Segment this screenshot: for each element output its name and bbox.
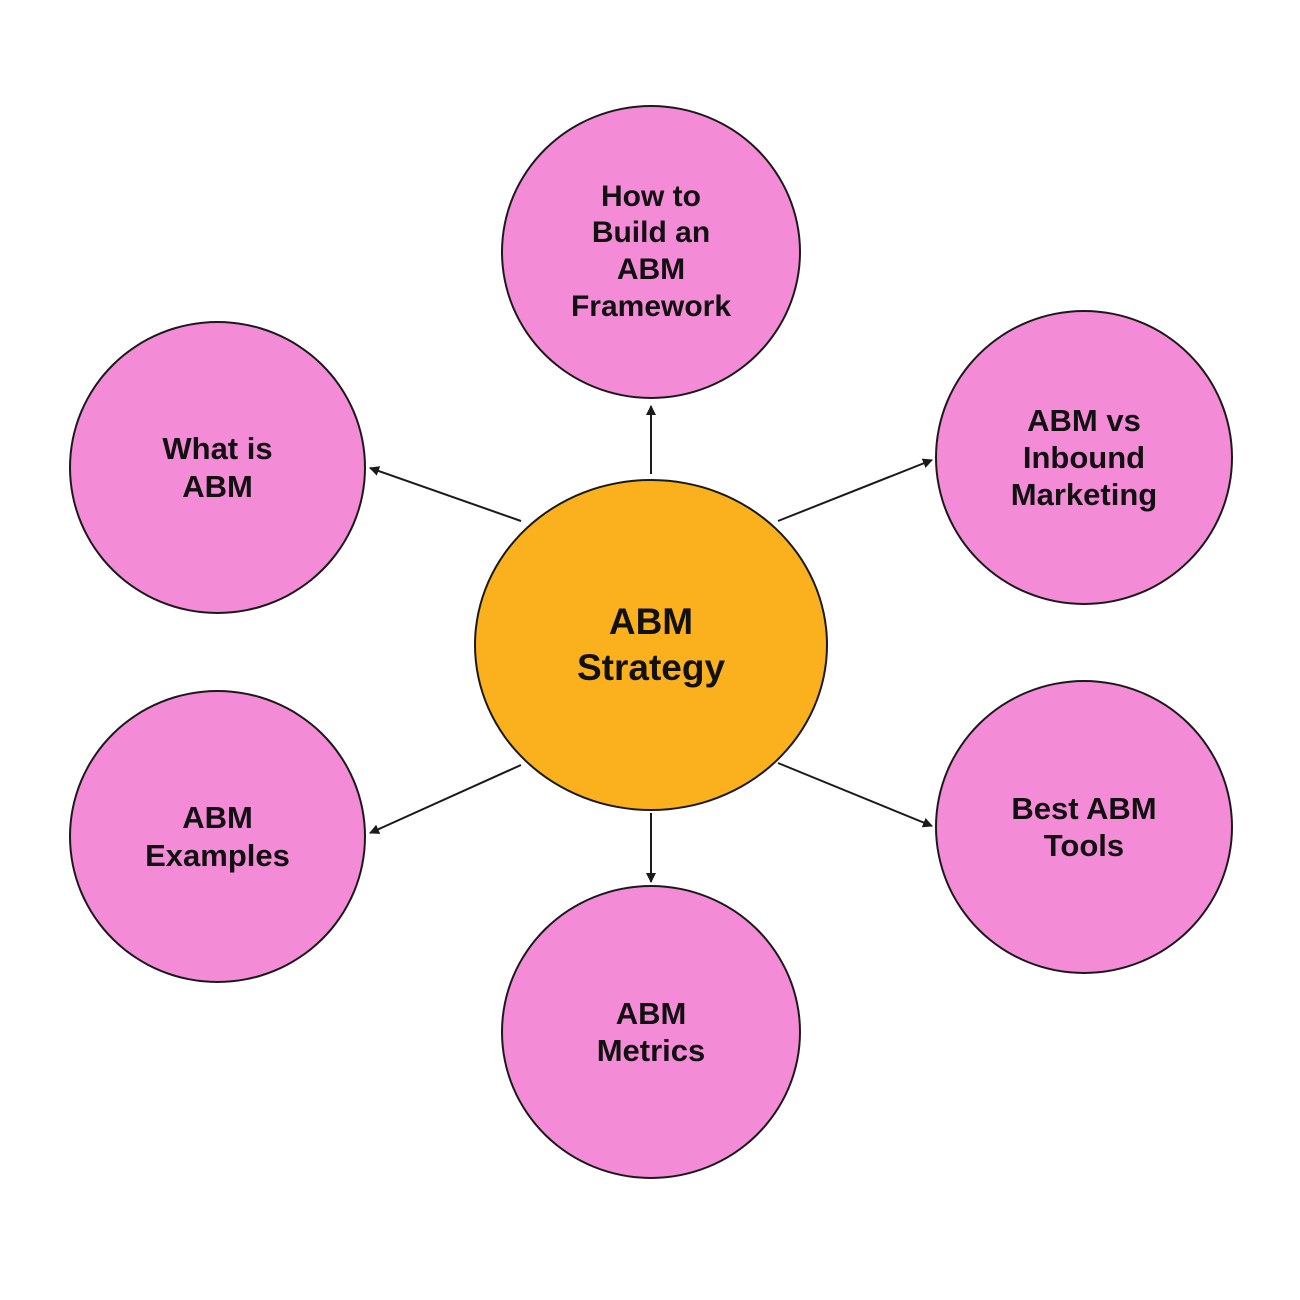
topic-node-label: ABM vs Inbound Marketing (1010, 402, 1158, 513)
topic-node-label: Best ABM Tools (1011, 790, 1157, 863)
topic-node-label: How to Build an ABM Framework (570, 179, 732, 323)
arrow-to-bottom-left (369, 764, 522, 834)
topic-node-abm-metrics: ABM Metrics (501, 885, 801, 1179)
topic-node-build-framework: How to Build an ABM Framework (501, 105, 801, 399)
center-node-label: ABM Strategy (576, 600, 726, 688)
topic-node-best-abm-tools: Best ABM Tools (935, 680, 1233, 974)
arrow-to-right (777, 458, 933, 522)
topic-node-label: ABM Examples (145, 800, 290, 873)
arrow-to-bottom-right (777, 762, 933, 828)
topic-node-what-is-abm: What is ABM (69, 321, 366, 614)
topic-node-abm-vs-inbound: ABM vs Inbound Marketing (935, 310, 1233, 605)
topic-node-label: What is ABM (162, 431, 273, 504)
topic-node-abm-examples: ABM Examples (69, 690, 366, 983)
center-node-abm-strategy: ABM Strategy (474, 479, 828, 811)
topic-node-label: ABM Metrics (596, 995, 706, 1068)
arrow-to-left (369, 466, 522, 522)
